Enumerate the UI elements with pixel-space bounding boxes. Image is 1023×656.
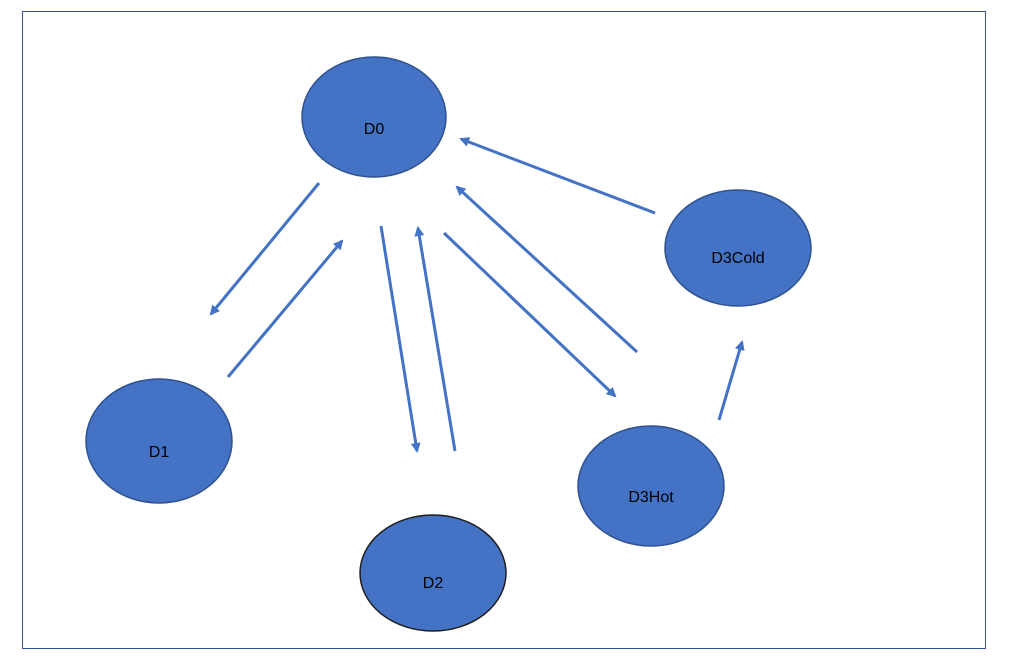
node-d0-label: D0 (364, 121, 385, 138)
edge-d3hot-to-d3cold (717, 340, 745, 421)
node-d1-shape (85, 378, 233, 504)
node-d2-label: D2 (423, 575, 444, 592)
edge-d0-to-d3hot (442, 231, 617, 398)
edge-d2-to-d0 (414, 226, 457, 452)
diagram-border (22, 11, 986, 649)
node-d3cold[interactable]: D3Cold (664, 189, 812, 307)
node-d3hot-shape (577, 425, 725, 547)
edge-d3hot-to-d0 (455, 185, 639, 354)
node-d3cold-label: D3Cold (711, 250, 764, 267)
node-d1-label: D1 (149, 444, 170, 461)
node-d3hot-label: D3Hot (628, 489, 674, 506)
node-d3cold-shape (664, 189, 812, 307)
edge-d0-to-d1 (209, 182, 321, 316)
node-d1[interactable]: D1 (85, 378, 233, 504)
node-d2-shape (359, 514, 507, 632)
node-d0-shape (301, 56, 447, 178)
edge-d3cold-to-d0 (459, 137, 656, 215)
node-d2[interactable]: D2 (359, 514, 507, 632)
node-d3hot[interactable]: D3Hot (577, 425, 725, 547)
edge-d0-to-d2 (379, 225, 421, 453)
edge-d1-to-d0 (226, 239, 344, 378)
node-d0[interactable]: D0 (301, 56, 447, 178)
